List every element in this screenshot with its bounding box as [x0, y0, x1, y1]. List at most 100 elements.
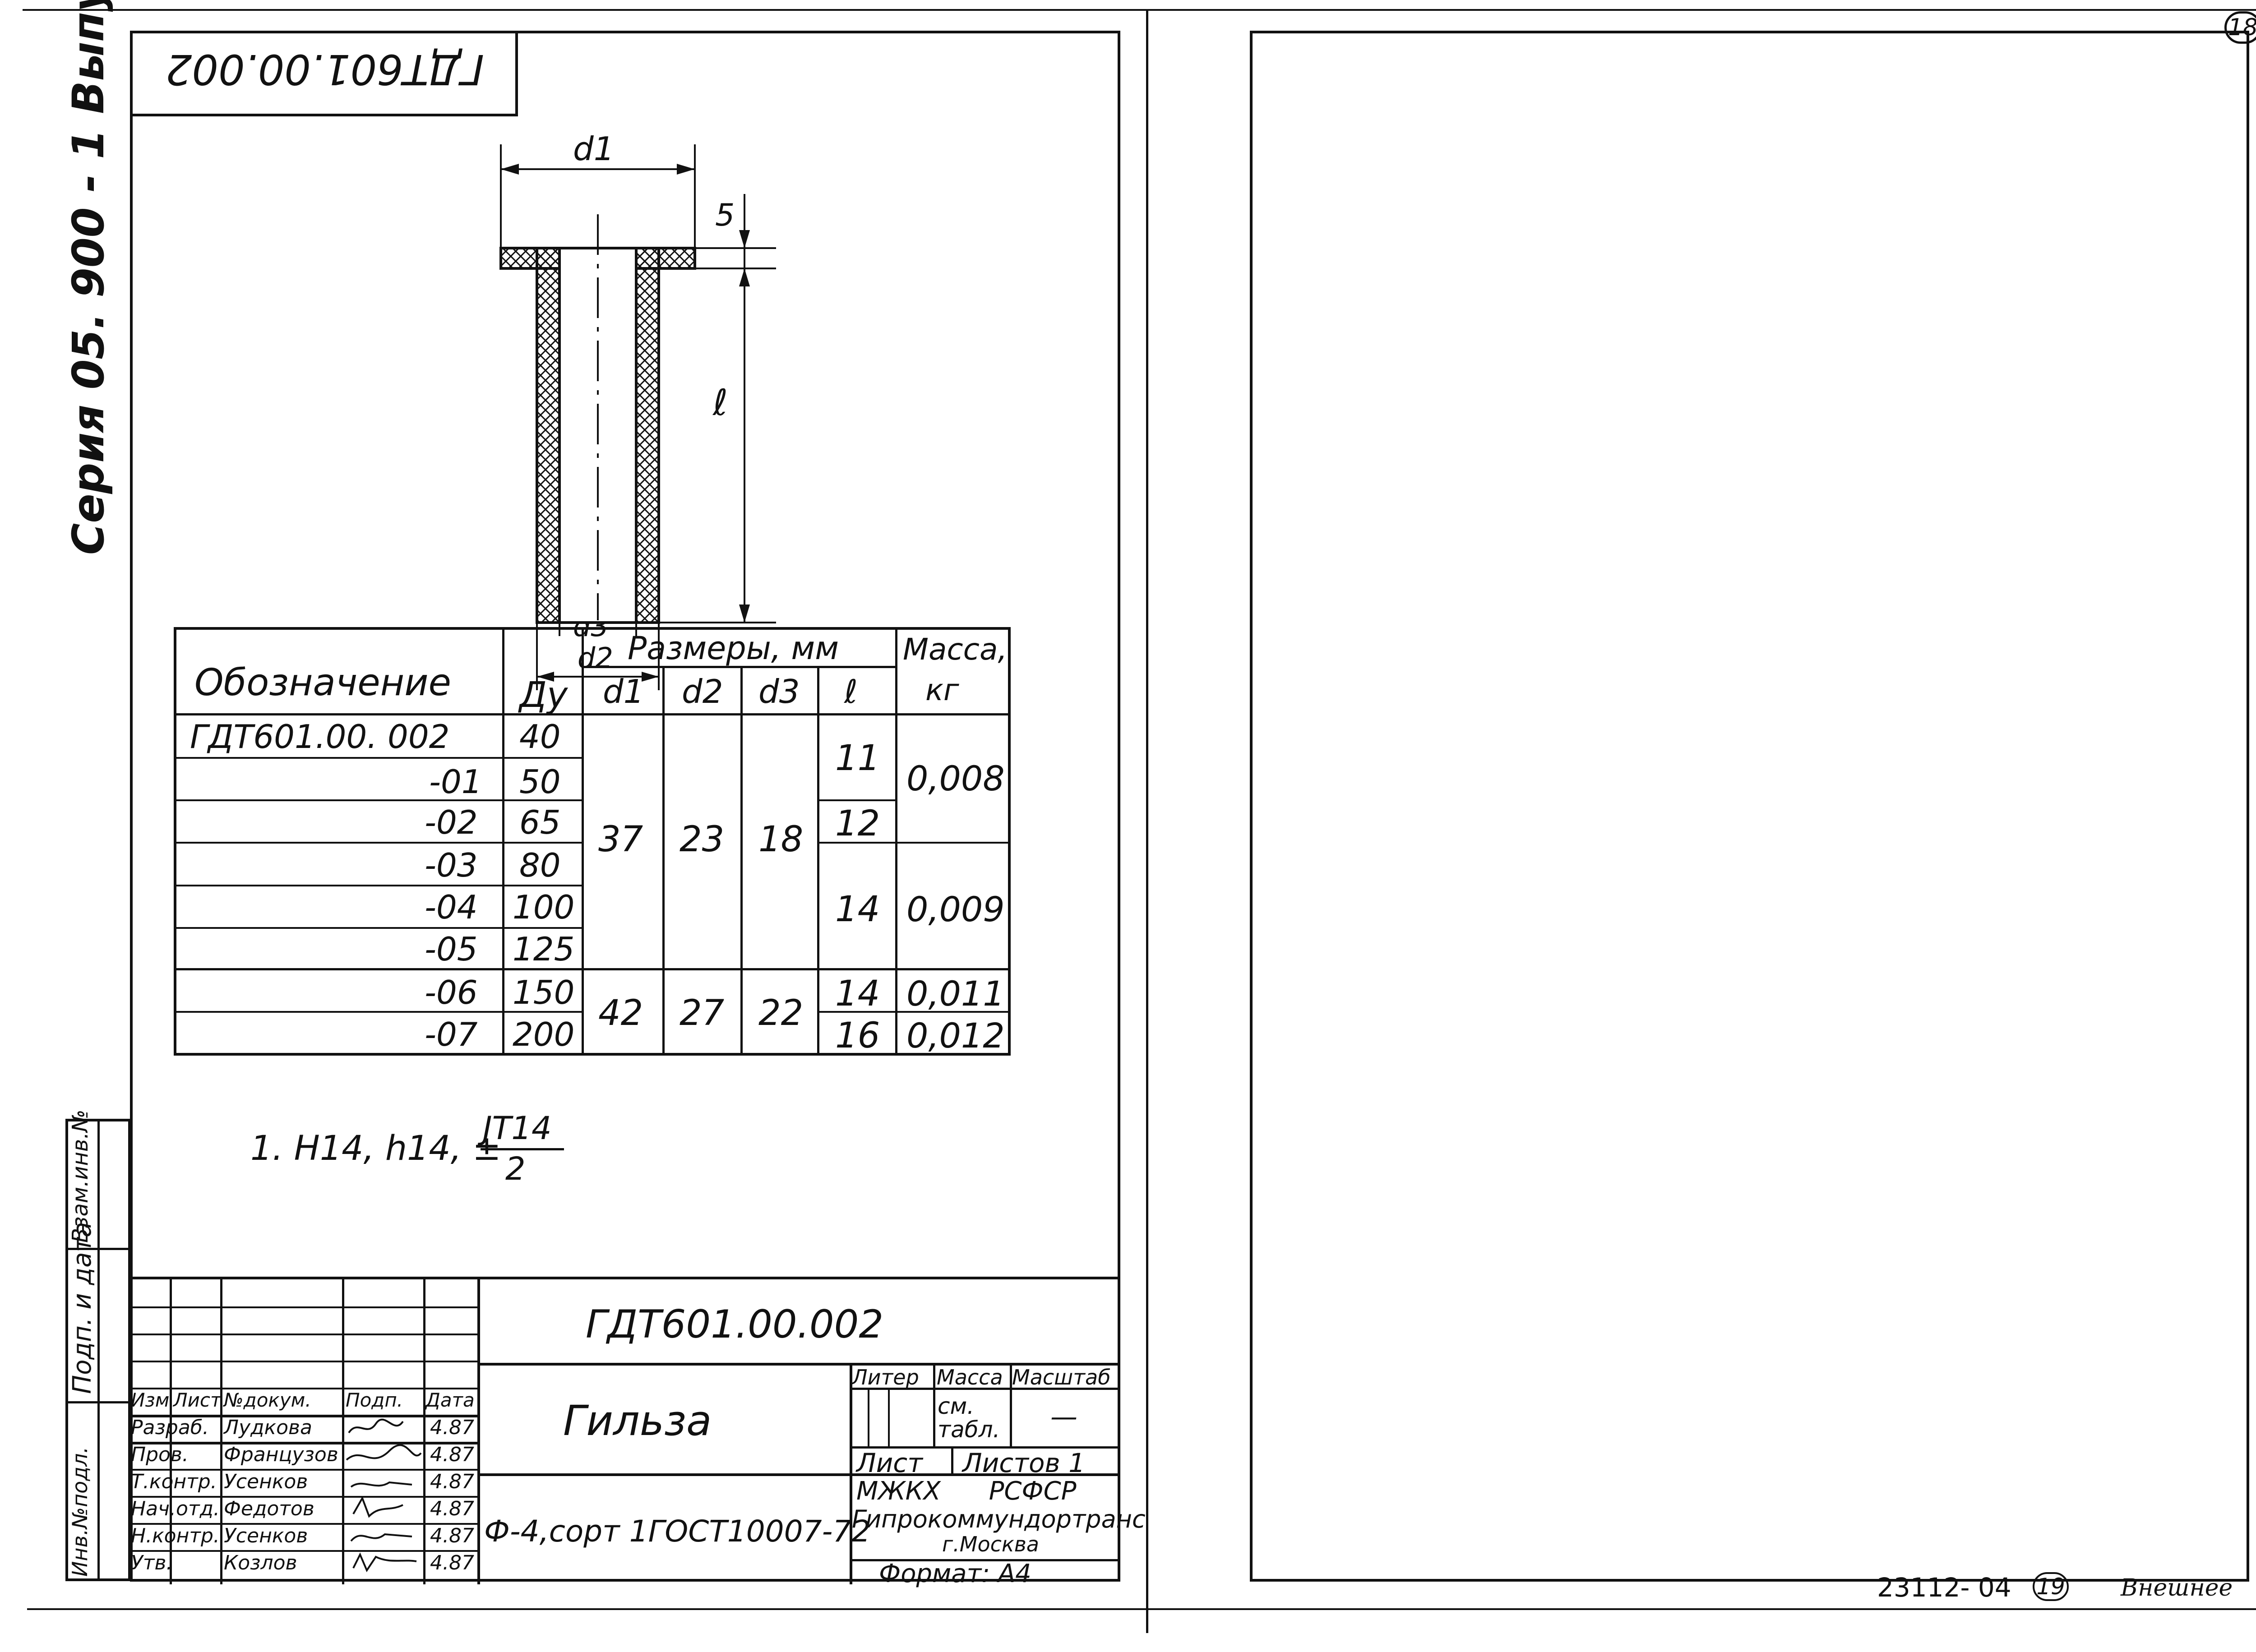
- tb-document-code: ГДТ601.00.002: [586, 1302, 884, 1347]
- tb-item-name: Гильза: [563, 1397, 712, 1445]
- row-du: 150: [513, 974, 575, 1011]
- tb-date: 4.87: [430, 1497, 474, 1520]
- tb-list: Лист: [856, 1448, 923, 1478]
- rotated-code-box: [130, 31, 518, 116]
- center-fold-line: [1146, 9, 1148, 1633]
- cell-l: 16: [835, 1015, 880, 1056]
- cell-mass: 0,009: [906, 889, 1005, 929]
- row-designation: -01: [429, 763, 482, 801]
- row-designation: -02: [425, 803, 478, 841]
- cell-d3-b: 22: [758, 993, 804, 1034]
- cell-d2-b: 27: [680, 993, 725, 1034]
- page-number-top: 18: [2224, 11, 2256, 44]
- d1-label: d1: [573, 130, 615, 168]
- row-designation: ГДТ601.00. 002: [190, 718, 450, 756]
- tb-name: Усенков: [224, 1470, 308, 1493]
- tb-name: Федотов: [224, 1497, 314, 1520]
- l-label: ℓ: [712, 382, 728, 424]
- tb-massa: Масса: [937, 1365, 1003, 1389]
- tb-name: Лудкова: [224, 1416, 312, 1439]
- tb-name: Усенков: [224, 1524, 308, 1547]
- tb-col-list: Лист: [173, 1389, 222, 1411]
- row-designation: -07: [425, 1015, 478, 1053]
- footer-page: 19: [2033, 1572, 2069, 1601]
- tb-listov: Листов 1: [962, 1448, 1085, 1478]
- tb-role: Утв.: [131, 1551, 173, 1574]
- side-stamp: [65, 1119, 131, 1581]
- header-designation: Обозначение: [194, 661, 451, 704]
- row-du: 40: [519, 718, 561, 756]
- row-designation: -06: [425, 974, 478, 1011]
- tb-role: Т.контр.: [131, 1470, 217, 1493]
- cell-mass: 0,008: [906, 758, 1005, 798]
- top-edge-line: [23, 9, 2256, 11]
- dim-5-label: 5: [715, 198, 735, 233]
- header-mass: Масса,: [903, 632, 1008, 667]
- tb-role: Разраб.: [131, 1416, 209, 1439]
- wall-right: [635, 247, 660, 624]
- tb-liter: Литер: [852, 1365, 919, 1389]
- tb-mass-value: см. табл.: [938, 1393, 1000, 1443]
- tb-col-data: Дата: [425, 1389, 475, 1411]
- header-sizes: Размеры, мм: [628, 630, 839, 667]
- cell-l: 14: [835, 889, 880, 930]
- header-d1: d1: [603, 673, 644, 711]
- cell-mass: 0,011: [906, 974, 1005, 1014]
- bottom-edge-line: [27, 1608, 2256, 1610]
- row-designation: -04: [425, 888, 478, 926]
- signatures: [346, 1418, 422, 1573]
- tb-format: Формат: А4: [879, 1559, 1031, 1588]
- row-du: 50: [519, 763, 561, 801]
- tb-role: Нач.отд.: [131, 1497, 220, 1520]
- row-designation: -05: [425, 930, 478, 968]
- tb-date: 4.87: [430, 1524, 474, 1547]
- fraction-bar: [481, 1148, 564, 1150]
- tb-org-institute: Гипрокоммундортранс: [852, 1505, 1146, 1533]
- rotated-code: ГДТ601.00.002: [165, 45, 485, 93]
- tb-col-izm: Изм: [131, 1389, 170, 1411]
- row-du: 200: [513, 1015, 575, 1053]
- tb-org-ministry: МЖКХ РСФСР: [856, 1477, 1077, 1506]
- wall-left: [536, 247, 561, 624]
- tb-name: Французов: [224, 1443, 338, 1466]
- tb-org-city: г.Москва: [942, 1532, 1039, 1556]
- tb-col-ndokum: №докум.: [224, 1389, 311, 1411]
- stamp-vzam-inv: Взам.инв.№: [68, 1109, 93, 1243]
- series-vertical-text: Серия 05. 900 - 1 Выпуск 3.: [63, 0, 114, 555]
- tb-date: 4.87: [430, 1551, 474, 1574]
- right-sheet-frame: [1250, 31, 2249, 1582]
- tb-date: 4.87: [430, 1470, 474, 1493]
- cell-l: 12: [835, 803, 880, 844]
- row-du: 80: [519, 846, 561, 884]
- tb-role: Н.контр.: [131, 1524, 220, 1547]
- cell-d1-a: 37: [598, 819, 643, 860]
- d3-label: d3: [573, 623, 609, 643]
- row-du: 65: [519, 803, 561, 841]
- tb-name: Козлов: [224, 1551, 297, 1574]
- row-du: 125: [513, 930, 575, 968]
- tb-col-podp: Подп.: [346, 1389, 403, 1411]
- bushing-drawing: d1 5 ℓ: [499, 130, 776, 636]
- row-designation: -03: [425, 846, 478, 884]
- left-sheet-frame: [130, 31, 1120, 1582]
- tb-date: 4.87: [430, 1416, 474, 1439]
- cell-l: 11: [835, 738, 880, 779]
- header-l: ℓ: [844, 673, 858, 711]
- footer-code: 23112- 04: [1877, 1572, 2011, 1603]
- tb-scale-value: —: [1050, 1401, 1077, 1433]
- cell-l: 14: [835, 974, 880, 1014]
- tb-date: 4.87: [430, 1443, 474, 1466]
- cell-d3-a: 18: [758, 819, 804, 860]
- tolerance-note: 1. H14, h14, ±: [250, 1128, 501, 1168]
- header-du: Ду: [519, 675, 568, 715]
- row-du: 100: [513, 888, 575, 926]
- cell-d2-a: 23: [680, 819, 725, 860]
- stamp-podp-data: Подп. и дата: [68, 1222, 97, 1394]
- stamp-inv-podl: Инв.№подл.: [68, 1446, 92, 1577]
- header-d3: d3: [758, 673, 800, 711]
- sizes-table: Обозначение Ду Размеры, мм d1 d2 d3 ℓ Ма…: [174, 627, 1011, 1056]
- tb-role: Пров.: [131, 1443, 189, 1466]
- title-block: Изм Лист №докум. Подп. Дата Разраб. Лудк…: [130, 1277, 1146, 1588]
- tolerance-numerator: JT14: [483, 1110, 552, 1147]
- footer-signature: Внешнее: [2121, 1574, 2233, 1601]
